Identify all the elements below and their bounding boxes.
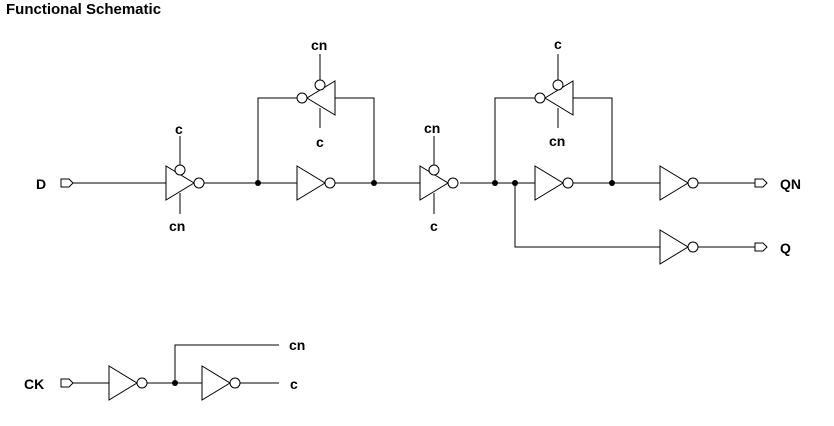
- control-bubble: [552, 79, 564, 91]
- inverter-bubble: [562, 177, 574, 189]
- inverter-bubble: [136, 377, 148, 389]
- inverter-bubble: [687, 177, 699, 189]
- inverter-master-forward: [296, 165, 326, 201]
- inverter-bubble: [687, 241, 699, 253]
- wire-slave-feedback: [494, 97, 535, 183]
- port-label-qn: QN: [780, 176, 801, 192]
- control-label-tg1-top: c: [175, 121, 183, 137]
- output-port-q: [754, 242, 768, 252]
- control-label-fb1-bottom: c: [316, 134, 324, 150]
- wire-slave-feedback-return: [573, 97, 613, 183]
- junction-dot: [255, 180, 261, 186]
- junction-dot: [371, 180, 377, 186]
- control-bubble: [314, 79, 326, 91]
- input-port-ck: [60, 378, 74, 388]
- port-label-d: D: [36, 176, 46, 192]
- wire-master-feedback: [257, 97, 297, 183]
- control-label-tg2-top: cn: [424, 120, 440, 136]
- inverter-bubble: [534, 92, 546, 104]
- output-port-qn: [754, 178, 768, 188]
- inverter-slave-forward: [534, 165, 564, 201]
- wire-master-feedback-return: [335, 97, 375, 183]
- control-label-tg1-bottom: cn: [169, 218, 185, 234]
- wire-cn-out: [174, 344, 279, 383]
- port-label-q: Q: [780, 240, 791, 256]
- control-bubble: [428, 164, 440, 176]
- control-label-fb1-top: cn: [311, 37, 327, 53]
- junction-dot: [492, 180, 498, 186]
- inverter-q-output: [659, 229, 689, 265]
- input-port-d: [60, 178, 74, 188]
- port-label-ck: CK: [24, 376, 44, 392]
- inverter-qn-output: [659, 165, 689, 201]
- inverter-bubble: [229, 377, 241, 389]
- control-bubble: [174, 164, 186, 176]
- inverter-clock-2: [201, 365, 231, 401]
- inverter-bubble: [447, 177, 459, 189]
- clock-output-label-c: c: [290, 376, 298, 392]
- control-label-fb2-bottom: cn: [549, 133, 565, 149]
- schematic-title: Functional Schematic: [6, 1, 162, 18]
- inverter-bubble: [193, 177, 205, 189]
- junction-dot: [172, 380, 178, 386]
- junction-dot: [609, 180, 615, 186]
- inverter-bubble: [324, 177, 336, 189]
- control-label-fb2-top: c: [554, 36, 562, 52]
- clock-output-label-cn: cn: [289, 337, 305, 353]
- inverter-clock-1: [108, 365, 138, 401]
- wire-q-branch: [514, 183, 660, 248]
- inverter-bubble: [296, 92, 308, 104]
- control-label-tg2-bottom: c: [430, 218, 438, 234]
- junction-dot: [512, 180, 518, 186]
